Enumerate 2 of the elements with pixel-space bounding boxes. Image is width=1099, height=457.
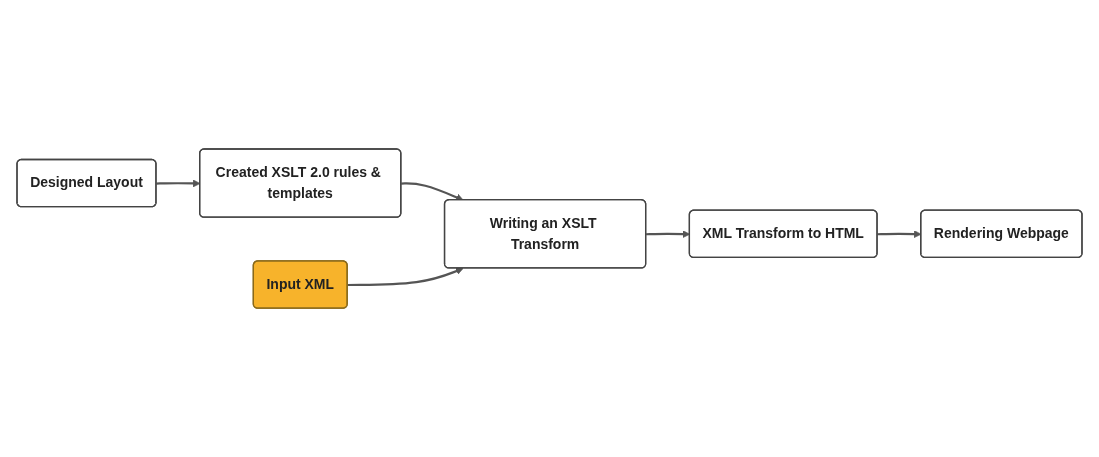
arrow [347, 267, 464, 286]
arrow [401, 182, 464, 201]
